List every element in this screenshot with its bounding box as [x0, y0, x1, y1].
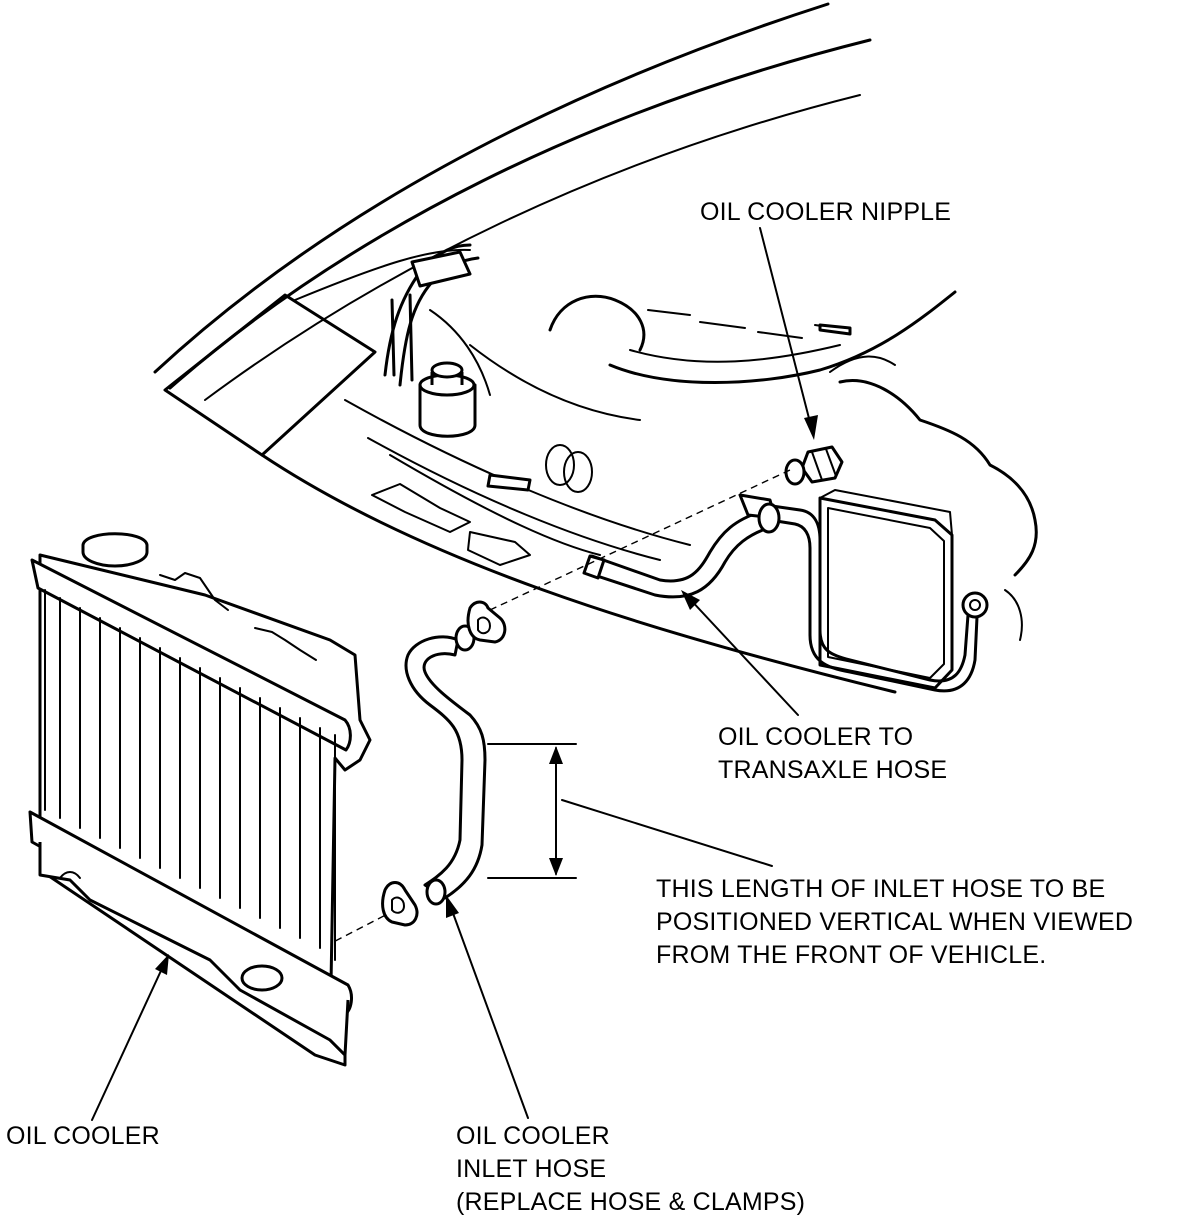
- dimension-marker: [487, 743, 577, 879]
- label-inlet-hose-line2: INLET HOSE: [456, 1155, 607, 1183]
- firewall-lines: [260, 399, 897, 694]
- label-vertical-note-line2: POSITIONED VERTICAL WHEN VIEWED: [656, 908, 1134, 936]
- transaxle-body: [829, 355, 1038, 641]
- radiator: [28, 532, 372, 1067]
- leader-lines: [91, 227, 818, 1121]
- inner-panels: [163, 248, 471, 457]
- label-inlet-hose-line1: OIL COOLER: [456, 1122, 610, 1150]
- transaxle-hose: [582, 493, 781, 599]
- firewall-parts: [371, 444, 593, 566]
- wiring-harness: [383, 243, 641, 421]
- label-oil-cooler-nipple: OIL COOLER NIPPLE: [700, 198, 952, 226]
- label-vertical-note-line3: FROM THE FRONT OF VEHICLE.: [656, 941, 1047, 969]
- oil-cooler-nipple: [784, 445, 844, 486]
- label-cooler-to-transaxle-line2: TRANSAXLE HOSE: [718, 756, 948, 784]
- engine-top: [548, 290, 957, 384]
- label-inlet-hose-line3: (REPLACE HOSE & CLAMPS): [456, 1188, 806, 1216]
- inlet-hose: [404, 624, 487, 906]
- transaxle-tube: [763, 503, 979, 693]
- transaxle-cooler: [818, 489, 989, 690]
- label-oil-cooler: OIL COOLER: [6, 1122, 160, 1150]
- hose-clamps: [381, 600, 507, 927]
- reservoir: [418, 361, 477, 438]
- label-cooler-to-transaxle-line1: OIL COOLER TO: [718, 723, 914, 751]
- label-vertical-note-line1: THIS LENGTH OF INLET HOSE TO BE: [656, 875, 1106, 903]
